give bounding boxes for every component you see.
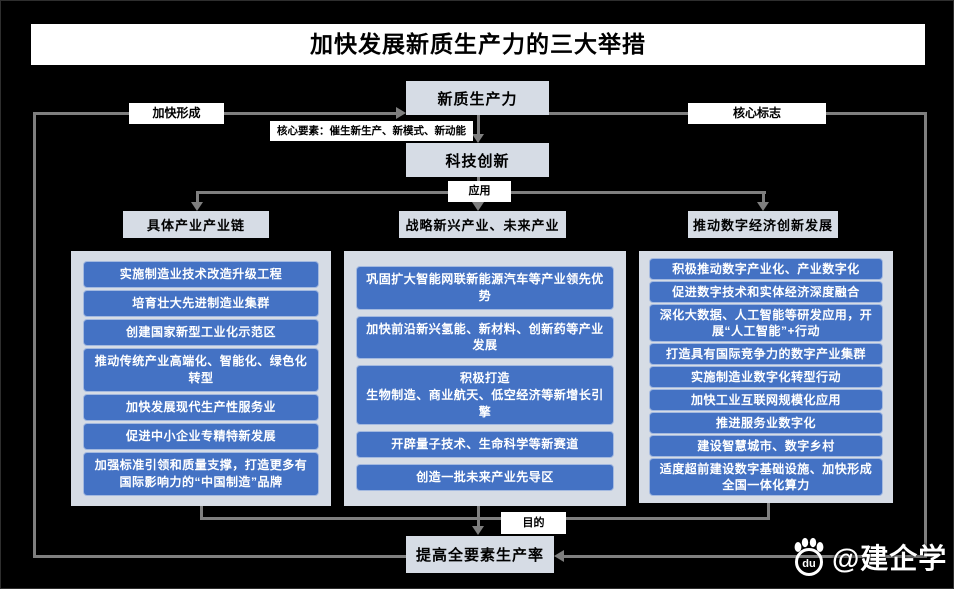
list-item: 建设智慧城市、数字乡村 [649, 434, 883, 457]
list-item: 开辟量子技术、生命科学等新赛道 [356, 431, 614, 459]
column-header-digital-economy: 推动数字经济创新发展 [688, 211, 838, 238]
list-item: 加强标准引领和质量支撑，打造更多有国际影响力的“中国制造”品牌 [83, 452, 319, 496]
list-item: 培育壮大先进制造业集群 [83, 290, 319, 317]
list-item: 实施制造业数字化转型行动 [649, 365, 883, 389]
connector-line [33, 112, 36, 558]
label-core-symbol: 核心标志 [688, 103, 826, 124]
list-item: 积极推动数字产业化、产业数字化 [649, 258, 883, 281]
baidu-paw-icon-text: du [802, 558, 815, 570]
list-item: 适度超前建设数字基础设施、加快形成全国一体化算力 [649, 457, 883, 496]
arrowhead-down-icon [757, 202, 769, 211]
connector-line [200, 506, 203, 520]
connector-line [33, 555, 406, 558]
list-item: 创建国家新型工业化示范区 [83, 319, 319, 346]
label-application: 应用 [448, 181, 511, 202]
arrowhead-down-icon [191, 202, 203, 211]
arrowhead-down-icon [472, 134, 484, 143]
panel-digital-economy: 积极推动数字产业化、产业数字化 促进数字技术和实体经济深度融合 深化大数据、人工… [639, 251, 893, 503]
column-header-strategic-industries: 战略新兴产业、未来产业 [399, 211, 566, 238]
label-core-elements: 核心要素：催生新生产、新模式、新动能 [270, 121, 473, 141]
node-new-quality-productivity: 新质生产力 [406, 81, 549, 115]
panel-strategic-industries: 巩固扩大智能网联新能源汽车等产业领先优势 加快前沿新兴氢能、新材料、创新药等产业… [344, 251, 626, 506]
connector-line [767, 503, 770, 520]
page-title: 加快发展新质生产力的三大举措 [31, 24, 925, 65]
arrowhead-right-icon [396, 107, 406, 119]
list-item: 促进数字技术和实体经济深度融合 [649, 280, 883, 304]
list-item: 积极打造 生物制造、商业航天、低空经济等新增长引擎 [356, 365, 614, 426]
connector-line [477, 506, 480, 528]
list-item: 推进服务业数字化 [649, 411, 883, 434]
list-item: 创造一批未来产业先导区 [356, 464, 614, 491]
list-item: 加快发展现代生产性服务业 [83, 394, 319, 421]
list-item: 加快前沿新兴氢能、新材料、创新药等产业发展 [356, 315, 614, 360]
list-item: 深化大数据、人工智能等研发应用，开展“人工智能”+行动 [649, 303, 883, 343]
connector-line [762, 191, 765, 204]
list-item: 促进中小企业专精特新发展 [83, 423, 319, 451]
watermark-text: @建企学 [832, 543, 948, 574]
list-item: 巩固扩大智能网联新能源汽车等产业领先优势 [356, 266, 614, 310]
watermark: du @建企学 [790, 537, 947, 577]
node-total-factor-productivity: 提高全要素生产率 [406, 536, 554, 573]
list-item: 实施制造业技术改造升级工程 [83, 261, 319, 288]
column-header-industry-chain: 具体产业产业链 [123, 211, 269, 238]
arrowhead-left-icon [554, 550, 564, 562]
arrowhead-down-icon [472, 526, 484, 535]
list-item: 推动传统产业高端化、智能化、绿色化转型 [83, 348, 319, 392]
baidu-paw-icon: du [794, 537, 824, 576]
node-tech-innovation: 科技创新 [406, 143, 549, 177]
arrowhead-down-icon [472, 202, 484, 211]
connector-line [200, 517, 770, 520]
connector-line [477, 115, 480, 137]
connector-line [564, 555, 927, 558]
label-purpose: 目的 [501, 512, 566, 534]
connector-line [924, 112, 927, 558]
list-item: 加快工业互联网规模化应用 [649, 388, 883, 411]
label-accelerate-formation: 加快形成 [129, 103, 224, 124]
connector-line [196, 191, 199, 204]
list-item: 打造具有国际竞争力的数字产业集群 [649, 342, 883, 366]
panel-industry-chain: 实施制造业技术改造升级工程 培育壮大先进制造业集群 创建国家新型工业化示范区 推… [71, 251, 331, 506]
